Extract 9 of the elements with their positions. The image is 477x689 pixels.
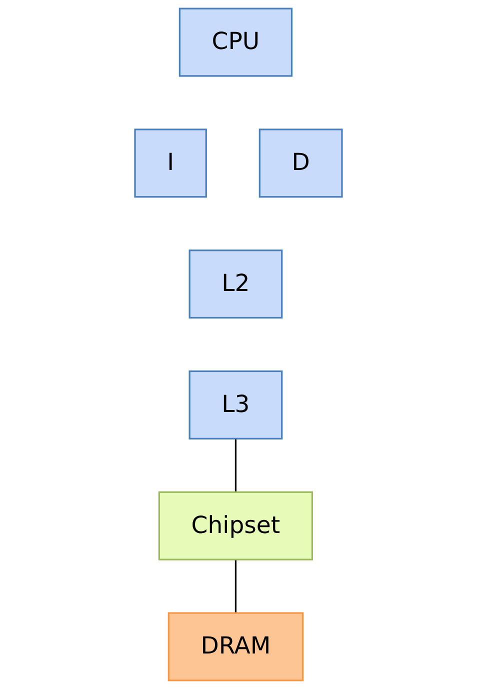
- node-box: DRAM: [168, 612, 304, 682]
- connector: [234, 560, 236, 614]
- node-box: I: [134, 128, 207, 198]
- node-box: Chipset: [158, 491, 314, 560]
- node-box: L3: [188, 370, 283, 440]
- connector: [234, 438, 236, 492]
- node-box: L2: [188, 250, 283, 319]
- node-box: CPU: [178, 8, 293, 77]
- node-box: D: [258, 128, 343, 198]
